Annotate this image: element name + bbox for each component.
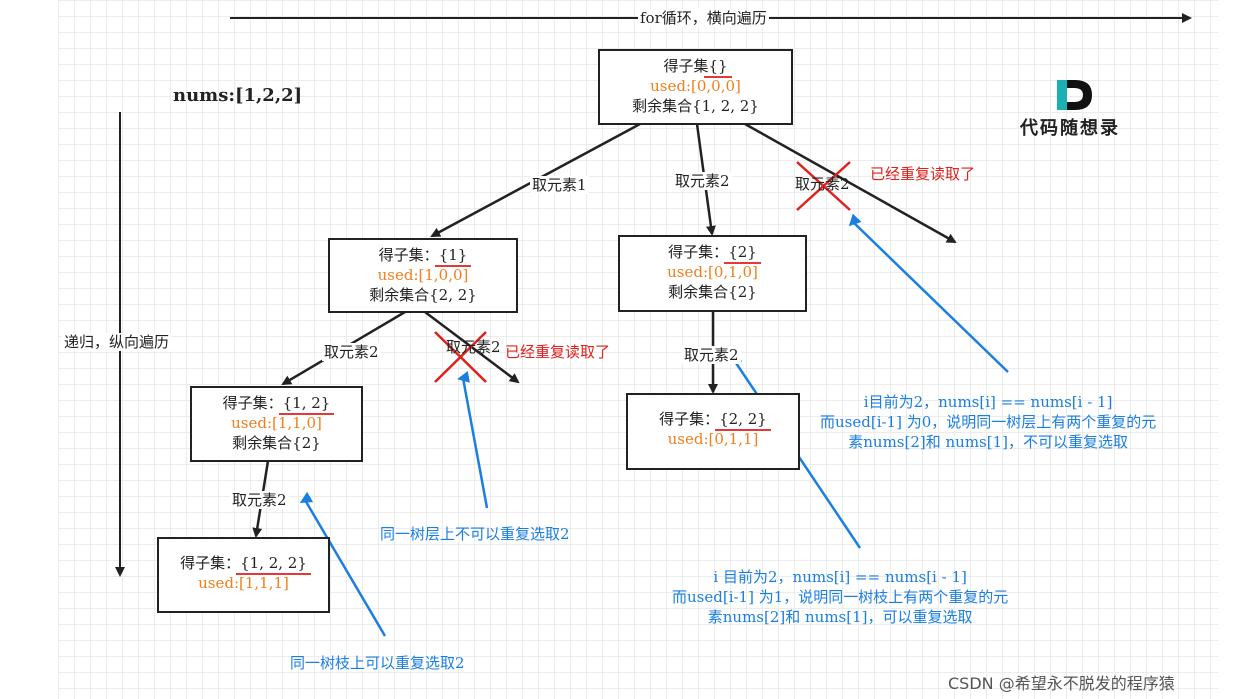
remaining-set: 剩余集合{2}: [232, 434, 321, 452]
level-explanation: i目前为2，nums[i] == nums[i - 1] 而used[i-1] …: [820, 392, 1156, 452]
used-array: used:[0,1,0]: [667, 263, 758, 281]
edge-label: 取元素1: [530, 176, 589, 194]
remaining-set: 剩余集合{1, 2, 2}: [632, 97, 759, 115]
node-subset-2: 得子集：{2} used:[0,1,0] 剩余集合{2}: [618, 235, 807, 312]
duplicate-note: 已经重复读取了: [505, 343, 611, 361]
node-prefix: 得子集: [663, 57, 709, 75]
subset-value: {1}: [434, 246, 471, 267]
explain-line: i目前为2，nums[i] == nums[i - 1]: [863, 393, 1113, 411]
node-prefix: 得子集：: [222, 394, 283, 412]
used-array: used:[1,1,1]: [198, 574, 289, 592]
explain-line: 而used[i-1] 为0，说明同一树层上有两个重复的元: [820, 413, 1157, 431]
edge-label: 取元素2: [322, 343, 381, 361]
node-prefix: 得子集：: [668, 243, 729, 261]
explain-line: 素nums[2]和 nums[1]，不可以重复选取: [848, 433, 1128, 451]
blue-arrow-level-n1: [457, 371, 489, 509]
horizontal-arrow-label: for循环，横向遍历: [638, 9, 769, 27]
node-prefix: 得子集：: [180, 554, 241, 572]
edge-label: 取元素2: [673, 172, 732, 190]
explain-line: i 目前为2，nums[i] == nums[i - 1]: [713, 568, 967, 586]
explain-line: 素nums[2]和 nums[1]，可以重复选取: [707, 608, 973, 626]
tree-level-note: 同一树层上不可以重复选取2: [380, 525, 570, 543]
used-array: used:[0,0,0]: [650, 77, 741, 95]
used-array: used:[1,0,0]: [377, 266, 469, 284]
subset-value: {2}: [724, 243, 761, 264]
node-subset-1-2: 得子集：{1, 2} used:[1,1,0] 剩余集合{2}: [190, 386, 363, 462]
logo-mark: [1057, 80, 1092, 110]
nums-label: nums:[1,2,2]: [173, 85, 303, 106]
cross-mark: [434, 331, 487, 383]
remaining-set: 剩余集合{2}: [668, 283, 757, 301]
subset-value: {1, 2, 2}: [236, 554, 311, 575]
blue-arrow-level-root: [848, 213, 1009, 373]
logo-text: 代码随想录: [1020, 118, 1120, 139]
brand-logo: 代码随想录: [1005, 112, 1135, 140]
left-margin: [0, 0, 58, 699]
node-subset-2-2: 得子集：{2, 2} used:[0,1,1]: [626, 393, 800, 470]
watermark: CSDN @希望永不脱发的程序猿: [948, 674, 1175, 693]
subset-value: {2, 2}: [715, 410, 771, 431]
node-prefix: 得子集：: [659, 410, 720, 428]
used-array: used:[1,1,0]: [231, 414, 322, 432]
node-root: 得子集{} used:[0,0,0] 剩余集合{1, 2, 2}: [598, 49, 793, 125]
vertical-arrow-label: 递归，纵向遍历: [62, 333, 172, 351]
blue-arrow-branch-n12: [299, 491, 387, 637]
tree-branch-note: 同一树枝上可以重复选取2: [290, 654, 465, 672]
branch-explanation: i 目前为2，nums[i] == nums[i - 1] 而used[i-1]…: [672, 567, 1008, 627]
explain-line: 而used[i-1] 为1，说明同一树枝上有两个重复的元: [672, 588, 1009, 606]
edge-label: 取元素2: [795, 175, 850, 193]
node-prefix: 得子集：: [378, 246, 439, 264]
edge-root-dup: [744, 122, 957, 244]
edge-label: 取元素2: [682, 346, 741, 364]
cross-mark: [796, 161, 851, 211]
node-subset-1: 得子集：{1} used:[1,0,0] 剩余集合{2, 2}: [328, 238, 518, 313]
subset-value: {1, 2}: [278, 394, 335, 415]
right-margin: [1218, 0, 1236, 699]
subset-value: {}: [704, 57, 732, 78]
duplicate-note: 已经重复读取了: [870, 165, 976, 183]
node-subset-1-2-2: 得子集：{1, 2, 2} used:[1,1,1]: [157, 537, 330, 613]
remaining-set: 剩余集合{2, 2}: [369, 286, 477, 304]
edge-label: 取元素2: [230, 491, 289, 509]
used-array: used:[0,1,1]: [667, 430, 759, 448]
edge-label: 取元素2: [446, 338, 501, 356]
